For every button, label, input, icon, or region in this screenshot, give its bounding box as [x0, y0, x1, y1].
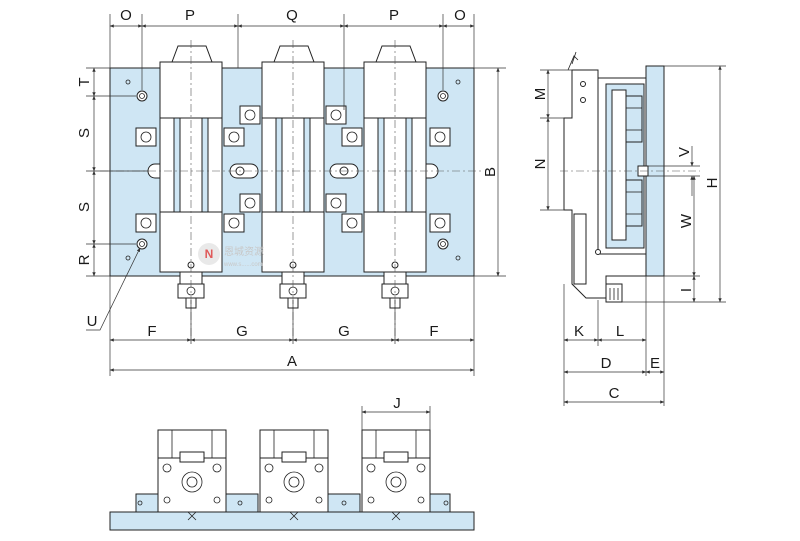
dim-label-W: W [678, 213, 695, 228]
dim-label-R: R [76, 254, 93, 265]
bottom-clamp-2 [259, 429, 329, 521]
dim-label-E: E [650, 355, 660, 372]
dim-label-U: U [87, 313, 98, 330]
dim-label-P-left: P [185, 7, 195, 24]
dim-label-P-right: P [389, 7, 399, 24]
dim-label-M: M [532, 88, 549, 101]
dim-label-N: N [532, 159, 549, 170]
dim-label-H: H [704, 178, 721, 189]
dim-label-S-upper: S [76, 128, 93, 138]
dimension-J: J [361, 395, 431, 430]
dimension-bottom: F G G F A [109, 276, 475, 376]
dim-label-S-lower: S [76, 202, 93, 212]
dimension-top: O P Q P O [109, 7, 475, 110]
watermark-logo: N [205, 247, 214, 261]
dim-label-O-right: O [454, 7, 466, 24]
bottom-clamp-3 [361, 429, 431, 521]
dim-label-C: C [609, 385, 620, 402]
side-dimensions: M N H V W I K L D E C [532, 65, 726, 406]
dim-label-F-left: F [147, 323, 156, 340]
bolt-blocks [135, 105, 451, 233]
side-view [560, 51, 700, 303]
dim-label-I: I [678, 288, 695, 292]
dim-label-G-left: G [236, 323, 248, 340]
dim-label-K: K [574, 323, 584, 340]
front-view: N 恩城资源 www.s......com [100, 40, 484, 340]
dim-label-G-right: G [338, 323, 350, 340]
dim-label-F-right: F [429, 323, 438, 340]
center-lines [100, 40, 484, 340]
dim-label-T: T [76, 77, 93, 86]
watermark: N 恩城资源 www.s......com [198, 243, 264, 268]
bottom-view [109, 429, 475, 531]
dimension-B: B [474, 67, 506, 277]
dim-label-A: A [287, 353, 297, 370]
dim-label-D: D [601, 355, 612, 372]
mounting-holes [125, 79, 461, 261]
dim-label-Q: Q [286, 7, 298, 24]
watermark-subtext: www.s......com [223, 262, 263, 268]
bottom-clamp-1 [157, 429, 227, 521]
dim-label-B: B [482, 167, 499, 177]
dim-label-L: L [616, 323, 624, 340]
watermark-text: 恩城资源 [224, 245, 264, 258]
bottom-base-plate [109, 511, 475, 531]
dim-label-J: J [393, 395, 401, 412]
dim-label-V: V [676, 147, 693, 157]
dimension-left: T S S R U [76, 67, 148, 331]
dim-label-O-left: O [120, 7, 132, 24]
